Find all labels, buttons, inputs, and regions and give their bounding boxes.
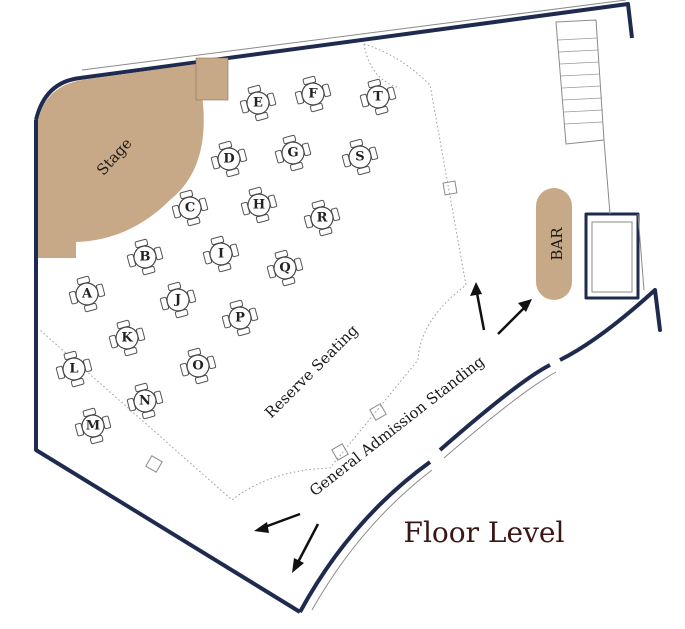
service-wall [603, 139, 645, 291]
top-wall-inner [81, 0, 627, 71]
table-a: A [68, 275, 106, 313]
table-top [62, 357, 86, 381]
table-top [115, 326, 139, 350]
table-label: E [253, 96, 263, 111]
east-wall [298, 288, 662, 613]
table-d: D [210, 140, 248, 178]
table-o: O [179, 347, 217, 385]
table-label: J [174, 293, 181, 308]
table-l: L [55, 350, 93, 388]
curved-wall-inner [311, 371, 557, 611]
column [369, 403, 387, 421]
general-admission-label: General Admission Standing [306, 352, 488, 500]
table-m: M [74, 407, 112, 445]
bar-back-room-inner [591, 221, 633, 293]
table-top [310, 206, 334, 230]
table-j: J [159, 281, 197, 319]
reserve-seating-label: Reserve Seating [261, 321, 362, 422]
table-i: I [202, 235, 240, 273]
arrow-up [474, 287, 486, 331]
table-label: B [140, 250, 151, 265]
table-label: F [308, 87, 318, 102]
table-top [273, 256, 297, 280]
table-label: P [235, 311, 245, 326]
table-label: N [139, 394, 151, 409]
table-top [133, 245, 157, 269]
table-g: G [274, 134, 312, 172]
table-n: N [126, 382, 164, 420]
arrow-left [261, 512, 301, 530]
stage-steps [195, 57, 229, 101]
table-top [246, 91, 270, 115]
table-top [133, 389, 157, 413]
column [442, 180, 458, 196]
column [145, 455, 163, 473]
table-label: D [223, 152, 234, 167]
table-s: S [341, 138, 379, 176]
table-top [209, 242, 233, 266]
table-label: Q [279, 261, 290, 276]
table-r: R [303, 199, 341, 237]
table-f: F [294, 75, 332, 113]
table-label: M [86, 419, 100, 434]
bar [536, 188, 572, 300]
table-top [366, 85, 390, 109]
table-k: K [108, 319, 146, 357]
table-top [217, 147, 241, 171]
table-top [281, 141, 305, 165]
table-label: I [218, 247, 224, 262]
table-label: O [192, 359, 203, 374]
table-label: K [121, 331, 133, 346]
table-label: S [355, 150, 364, 165]
table-b: B [126, 238, 164, 276]
arrows [254, 282, 532, 573]
table-top [178, 196, 202, 220]
table-label: L [69, 362, 78, 377]
table-top [228, 306, 252, 330]
table-h: H [240, 186, 278, 224]
table-t: T [359, 78, 397, 116]
table-top [166, 288, 190, 312]
table-label: C [185, 201, 195, 216]
column [331, 443, 349, 461]
table-label: R [317, 211, 328, 226]
table-label: G [287, 146, 298, 161]
stairs [557, 37, 604, 125]
reserve-seating-boundary [39, 43, 467, 501]
table-c: C [171, 189, 209, 227]
arrow-down [294, 523, 320, 567]
table-top [348, 145, 372, 169]
table-label: T [373, 89, 383, 104]
table-top [81, 414, 105, 438]
table-top [301, 82, 325, 106]
table-p: P [221, 299, 259, 337]
stage [38, 64, 204, 258]
bar-back-room [584, 212, 640, 300]
table-top [247, 193, 271, 217]
table-label: A [81, 287, 93, 302]
table-top [186, 354, 210, 378]
table-e: E [239, 84, 277, 122]
tables: E F T D G S C H R B I Q A J P K L O N M [55, 75, 397, 445]
table-top [75, 282, 99, 306]
floor-level-title: Floor Level [404, 516, 565, 549]
table-q: Q [266, 249, 304, 287]
table-label: H [253, 198, 265, 213]
arrow-bar [497, 303, 529, 335]
outer-wall [34, 2, 634, 614]
bar-label: BAR [548, 227, 566, 261]
